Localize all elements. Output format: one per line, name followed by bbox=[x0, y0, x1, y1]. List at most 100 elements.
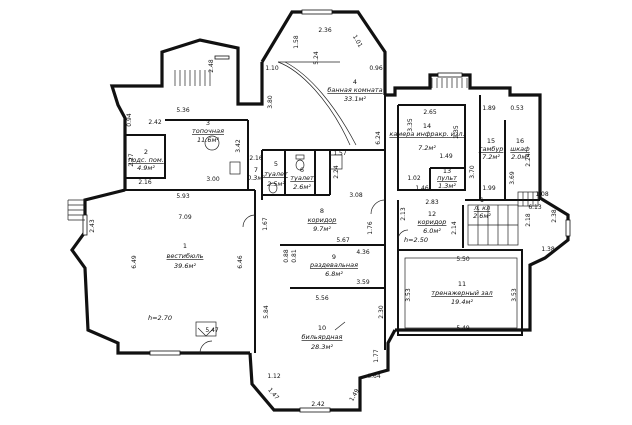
dim-label: 2.65 bbox=[423, 109, 437, 116]
dim-label: 0.64 bbox=[367, 373, 381, 380]
dim-label: 5.93 bbox=[176, 193, 190, 200]
dim-label: 0.94 bbox=[126, 113, 133, 127]
dim-label: 1.76 bbox=[367, 221, 374, 235]
dim-label: 5.56 bbox=[315, 295, 329, 302]
dim-label: 2.30 bbox=[378, 305, 385, 319]
room-1-number: 1 bbox=[183, 242, 187, 250]
dim-label: 3.00 bbox=[206, 176, 220, 183]
room-3-number: 3 bbox=[206, 119, 210, 127]
dim-label: 3.70 bbox=[469, 165, 476, 179]
room-10-area: 28.3м² bbox=[311, 343, 333, 351]
room-10-number: 10 bbox=[318, 324, 326, 332]
dim-label: 3.35 bbox=[407, 118, 414, 132]
room-16-area: 2.0м² bbox=[511, 153, 529, 161]
room-4-area: 33.1м² bbox=[344, 95, 366, 103]
dim-label: 2.42 bbox=[148, 119, 162, 126]
dim-label: 2.38 bbox=[551, 209, 558, 223]
dim-label: 3.08 bbox=[349, 192, 363, 199]
dim-label: 1.01 bbox=[351, 34, 364, 49]
dim-label: 2.27 bbox=[128, 153, 135, 167]
room-15-name: тамбур bbox=[479, 145, 504, 153]
room-4-name: банная комната bbox=[327, 86, 382, 94]
dim-label: 2.48 bbox=[208, 59, 215, 73]
room-14-number: 14 bbox=[423, 122, 431, 130]
room-11-name: тренажерный зал bbox=[431, 289, 492, 297]
outer-walls bbox=[70, 10, 570, 412]
room-5-area: 2.5м² bbox=[267, 180, 285, 188]
stair-number: 1 bbox=[480, 196, 484, 204]
room-7-area: 0.3м² bbox=[247, 174, 265, 182]
dim-label: 5.50 bbox=[456, 256, 470, 263]
room-6-area: 2.6м² bbox=[293, 183, 311, 191]
dim-label: 3.69 bbox=[509, 171, 516, 185]
height-vestibule: h=2.70 bbox=[148, 314, 172, 322]
room-2-area: 4.9м² bbox=[137, 164, 155, 172]
dim-label: 1.10 bbox=[265, 65, 279, 72]
room-5-number: 5 bbox=[274, 160, 278, 168]
dim-label: 1.46 bbox=[415, 185, 429, 192]
room-4-number: 4 bbox=[353, 78, 357, 86]
dim-label: 1.67 bbox=[262, 217, 269, 231]
room-8-name: коридор bbox=[308, 216, 337, 224]
stair-area: 2.6м² bbox=[473, 212, 491, 220]
dimension-labels: 2.36 1.58 5.24 1.01 1.10 0.96 3.80 2.48 … bbox=[89, 27, 558, 408]
dim-label: 2.43 bbox=[89, 219, 96, 233]
room-10-name: бильярдная bbox=[302, 333, 343, 341]
room-2-name: подс. пом. bbox=[128, 156, 164, 164]
dim-label: 3.53 bbox=[405, 288, 412, 302]
dim-label: 2.36 bbox=[318, 27, 332, 34]
room-9-number: 9 bbox=[332, 253, 336, 261]
room-12-name: коридор bbox=[418, 218, 447, 226]
dim-label: 1.89 bbox=[482, 105, 496, 112]
room-12-number: 12 bbox=[428, 210, 436, 218]
room-14-name: камера инфракр. изл. bbox=[389, 130, 464, 138]
dim-label: 6.49 bbox=[131, 255, 138, 269]
room-3-name: топочная bbox=[192, 127, 224, 135]
dim-label: 3.80 bbox=[267, 95, 274, 109]
dim-label: 3.53 bbox=[511, 288, 518, 302]
dim-label: 0.81 bbox=[291, 249, 298, 263]
room-labels: 1 вестибюль 39.6м² 2 подс. пом. 4.9м² 3 … bbox=[128, 78, 530, 351]
dim-label: 1.58 bbox=[293, 35, 300, 49]
dim-label: 1.99 bbox=[482, 185, 496, 192]
room-7-number: 7 bbox=[254, 166, 258, 174]
dim-label: 5.49 bbox=[456, 325, 470, 332]
room-2-number: 2 bbox=[144, 148, 148, 156]
dim-label: 2.18 bbox=[525, 213, 532, 227]
dim-label: 6.24 bbox=[375, 131, 382, 145]
dim-label: 5.47 bbox=[205, 327, 219, 334]
room-9-name: раздевальная bbox=[309, 261, 358, 269]
room-6-number: 6 bbox=[300, 166, 304, 174]
room-9-area: 6.8м² bbox=[325, 270, 343, 278]
room-16-number: 16 bbox=[516, 137, 524, 145]
dim-label: 2.35 bbox=[453, 125, 460, 139]
inner-walls bbox=[125, 95, 540, 353]
room-5-name: туалет bbox=[264, 170, 288, 178]
room-16-name: шкаф bbox=[510, 145, 530, 153]
dim-label: 3.59 bbox=[356, 279, 370, 286]
dim-label: 2.14 bbox=[451, 221, 458, 235]
room-8-area: 9.7м² bbox=[313, 225, 331, 233]
dim-label: 2.24 bbox=[525, 153, 532, 167]
dim-label: 6.13 bbox=[528, 204, 542, 211]
dim-label: 5.84 bbox=[263, 305, 270, 319]
dim-label: 1.57 bbox=[333, 150, 347, 157]
room-3-area: 11.6м² bbox=[197, 136, 219, 144]
dim-label: 1.77 bbox=[373, 349, 380, 363]
room-13-name: пульт bbox=[437, 174, 457, 182]
dim-label: 2.83 bbox=[425, 199, 439, 206]
room-13-area: 1.3м² bbox=[438, 182, 456, 190]
dim-label: 2.42 bbox=[311, 401, 325, 408]
dim-label: 4.36 bbox=[356, 249, 370, 256]
room-1-name: вестибюль bbox=[167, 252, 204, 260]
dim-label: 2.13 bbox=[400, 207, 407, 221]
dim-label: 6.46 bbox=[237, 255, 244, 269]
room-11-number: 11 bbox=[458, 280, 466, 288]
dim-label: 5.24 bbox=[313, 51, 320, 65]
room-15-number: 15 bbox=[487, 137, 495, 145]
dim-label: 0.53 bbox=[510, 105, 524, 112]
room-15-area: 7.2м² bbox=[482, 153, 500, 161]
plan-details bbox=[67, 9, 571, 413]
room-6-name: туалет bbox=[290, 174, 314, 182]
